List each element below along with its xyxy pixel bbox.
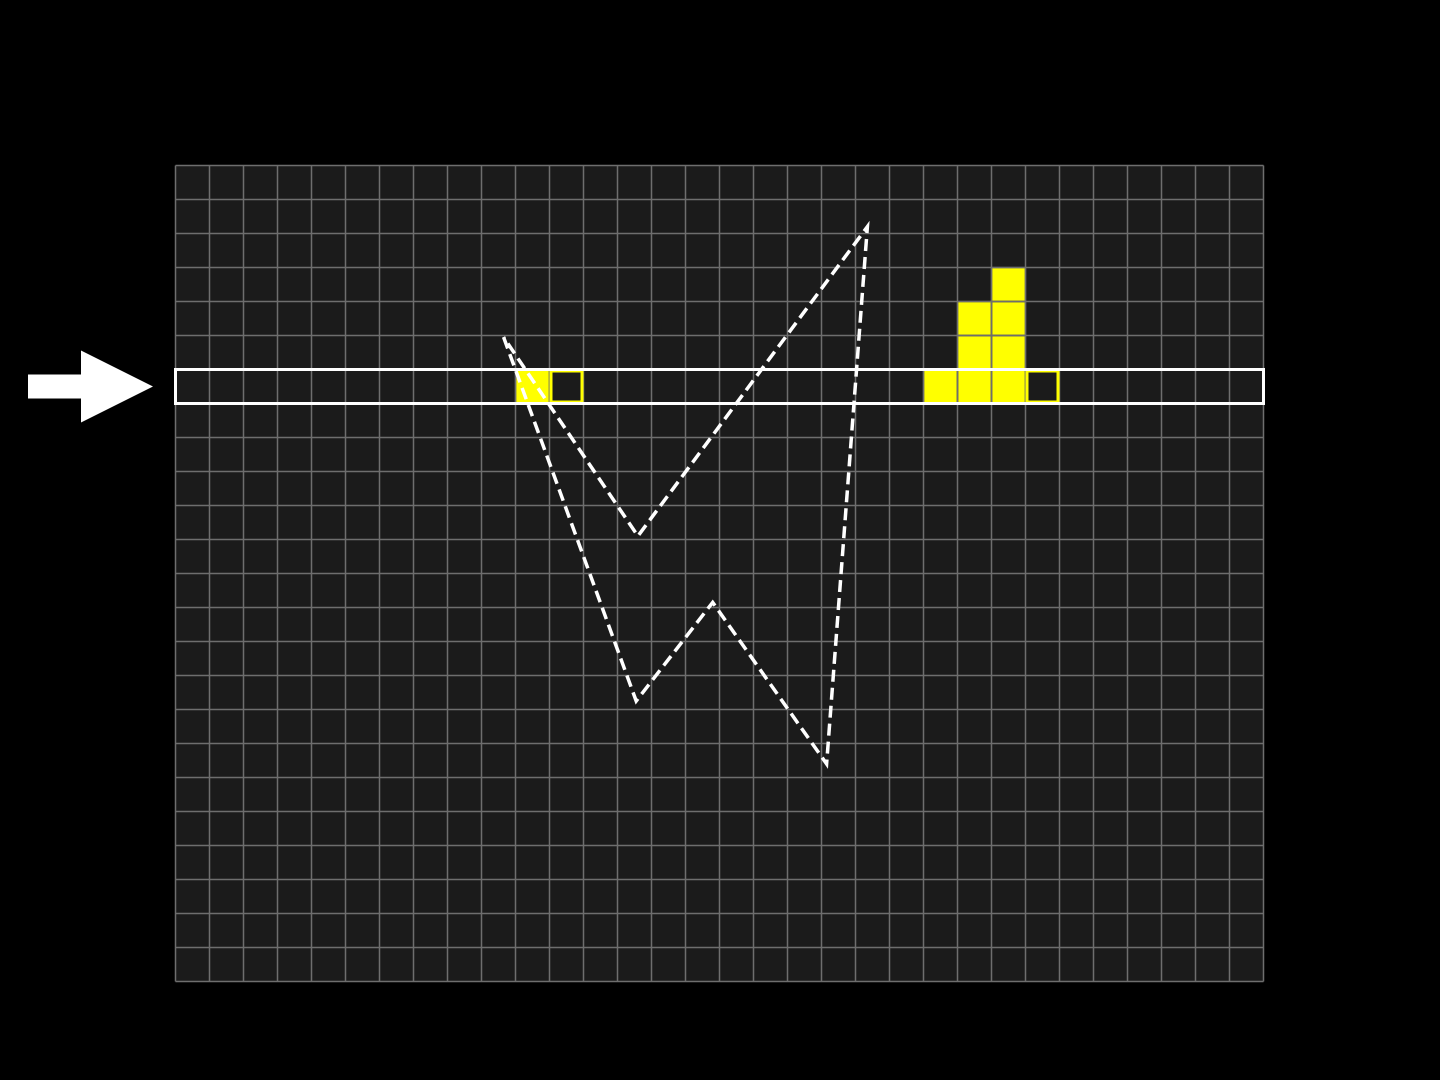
arrow-right-icon — [28, 350, 153, 423]
edge-pixel — [549, 369, 584, 404]
edge-pixel — [1025, 369, 1060, 404]
edge-pixels — [549, 369, 1060, 404]
polygon-outline — [501, 220, 870, 769]
filled-pixel — [957, 301, 992, 336]
filled-pixel — [991, 369, 1026, 404]
filled-pixel — [991, 301, 1026, 336]
filled-pixel — [991, 267, 1026, 302]
active-scanline — [174, 368, 1265, 405]
filled-pixel — [957, 369, 992, 404]
filled-pixel — [991, 335, 1026, 370]
filled-pixel — [957, 335, 992, 370]
filled-pixel — [923, 369, 958, 404]
filled-pixels — [514, 266, 1027, 405]
